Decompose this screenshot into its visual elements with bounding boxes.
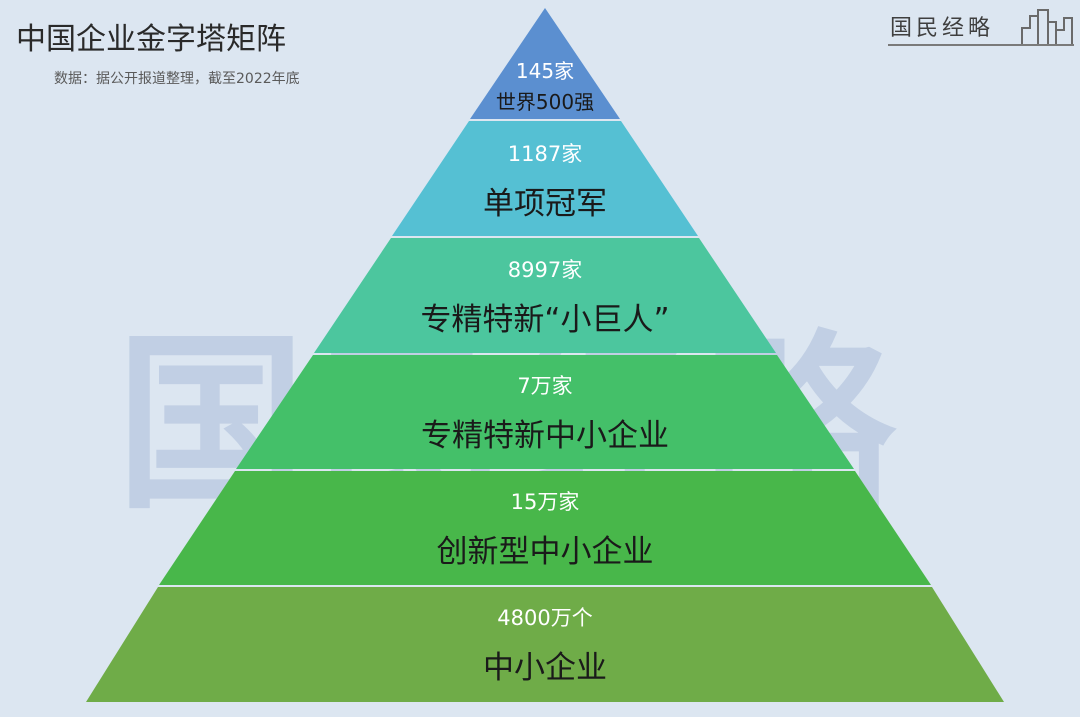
tier-6-label: 中小企业	[483, 650, 607, 686]
data-source-note: 数据：据公开报道整理，截至2022年底	[54, 71, 300, 87]
tier-2-label: 单项冠军	[483, 186, 607, 222]
brand-logo: 国民经略	[884, 6, 1074, 46]
tier-4-label: 专精特新中小企业	[421, 418, 669, 454]
tier-3-count: 8997家	[507, 258, 583, 282]
tier-4-count: 7万家	[517, 374, 573, 398]
brand-name: 国民经略	[890, 16, 995, 41]
tier-5-count: 15万家	[510, 490, 580, 514]
pyramid-tier-5	[159, 471, 931, 585]
brand-underline	[888, 44, 1074, 46]
tier-5-label: 创新型中小企业	[436, 534, 654, 570]
tier-6-count: 4800万个	[497, 606, 593, 630]
tier-3-label: 专精特新“小巨人”	[420, 302, 670, 338]
pyramid-tier-6	[86, 587, 1004, 702]
tier-1-count: 145家	[515, 59, 575, 83]
pyramid-tier-1	[470, 8, 620, 119]
pyramid-tier-3	[314, 238, 776, 353]
page-title: 中国企业金字塔矩阵	[16, 22, 286, 57]
tier-2-count: 1187家	[507, 142, 583, 166]
pyramid-tier-2	[392, 121, 698, 236]
pyramid-tier-4	[236, 355, 854, 469]
tier-1-label: 世界500强	[495, 90, 595, 114]
city-skyline-icon	[1021, 9, 1073, 44]
